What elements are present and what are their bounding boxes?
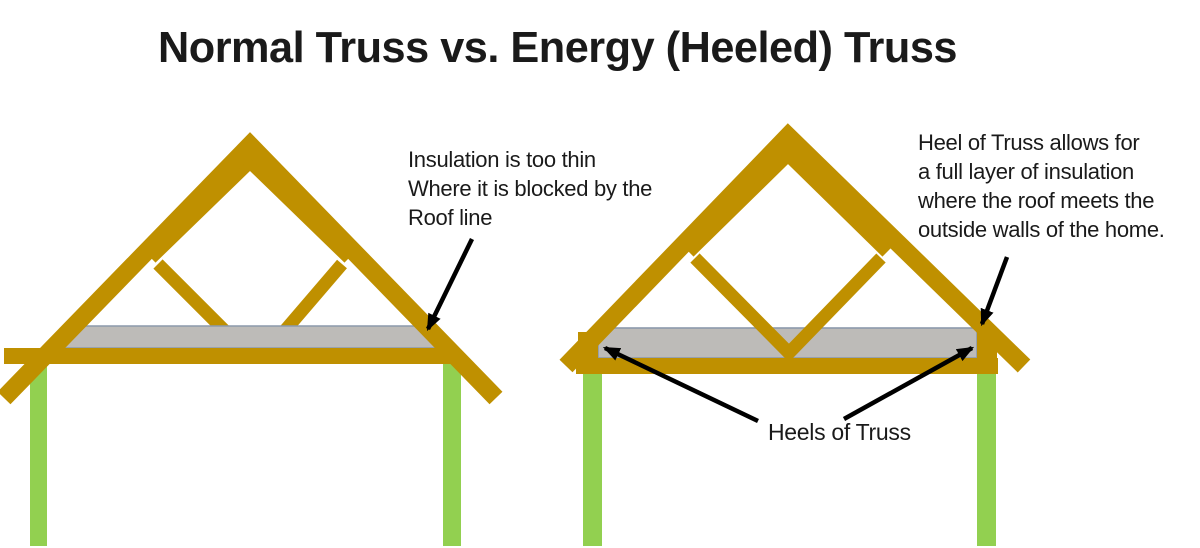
heeled-truss-webbing	[684, 145, 892, 362]
heeled-truss-rafters	[559, 123, 1031, 373]
heels-of-truss-label: Heels of Truss	[768, 419, 911, 445]
heeled-truss-bottom-chord	[576, 358, 998, 374]
normal-truss-bottom-chord	[4, 348, 458, 364]
heeled-truss-left-wall	[583, 374, 602, 546]
web-upper	[146, 152, 354, 263]
normal-truss-webbing	[146, 152, 354, 339]
web-lower-right	[277, 259, 347, 339]
web-lower-left	[153, 259, 233, 339]
web-lower-left	[690, 253, 798, 362]
normal-truss-rafters	[0, 132, 503, 405]
normal-truss-left-wall	[30, 364, 47, 546]
arrow-to-left-heel	[602, 345, 759, 424]
arrow-to-blocked-insulation	[425, 238, 475, 332]
web-upper	[684, 145, 892, 257]
page-title: Normal Truss vs. Energy (Heeled) Truss	[158, 23, 957, 72]
normal-truss	[0, 132, 503, 546]
callout-arrows	[425, 238, 1010, 424]
web-lower-right	[780, 253, 886, 362]
thin-insulation	[41, 325, 440, 349]
arrow-to-right-heel	[842, 346, 975, 421]
arrow-to-right-heel-top	[979, 256, 1010, 327]
heeled-truss-note: Heel of Truss allows for a full layer of…	[918, 130, 1165, 242]
heeled-truss-right-wall	[977, 374, 996, 546]
normal-truss-note: Insulation is too thin Where it is block…	[408, 147, 653, 230]
energy-heeled-truss	[559, 123, 1031, 546]
normal-truss-right-wall	[443, 364, 461, 546]
